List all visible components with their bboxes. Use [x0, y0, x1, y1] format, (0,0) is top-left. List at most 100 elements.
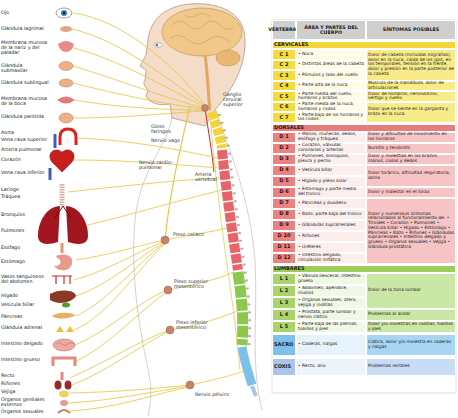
- illustration-part: [72, 29, 205, 106]
- illustration-part: [58, 41, 74, 52]
- illustration-part: [70, 387, 190, 411]
- section-name: DORSALES: [274, 125, 304, 131]
- body-area-cell: • Parte alta de la nuca: [296, 81, 366, 92]
- section-name-cell: SACRO: [272, 334, 296, 356]
- organ-label-cell: Glándula sublingual: [0, 80, 50, 86]
- organ-label: Vena cava inferior: [1, 170, 44, 175]
- organ-label-cell: Riñones: [0, 381, 50, 387]
- organ-label-cell: Vejiga: [0, 389, 50, 395]
- body-area: • Glándulas suprarrenales: [298, 223, 355, 228]
- column-header: SÍNTOMAS POSIBLES: [383, 27, 440, 32]
- illustration-part: [50, 290, 76, 303]
- organ-label: Intestino delgado: [1, 341, 43, 346]
- symptom-text: Ciática, dolor y/o molestia en caderas y…: [368, 340, 454, 350]
- vertebra-code: L 2: [280, 288, 288, 294]
- illustration-part: [58, 410, 70, 413]
- symptom-text: Dolor de hombros, nerviosismo, vértigo y…: [368, 92, 454, 102]
- organ-label: Bronquios: [1, 212, 25, 217]
- vertebra-code: D 3: [279, 156, 288, 162]
- illustration-part: [219, 114, 250, 345]
- illustration-part: [59, 391, 69, 398]
- illustration-part: [78, 138, 218, 158]
- symptom-text: Dolor de cabeza (incluidas migrañas), do…: [368, 53, 454, 77]
- vertebra-code: C 6: [280, 104, 289, 110]
- body-area-cell: • Riñones: [296, 231, 366, 242]
- spine: [212, 112, 256, 396]
- nerve-label: Nervio vago: [151, 138, 180, 143]
- plexus-nodes: [161, 105, 209, 390]
- organ-label-cell: Esófago: [0, 245, 50, 251]
- body-area: • Parte media de la nuca, hombros y codo…: [298, 102, 364, 112]
- illustration-part: [168, 272, 234, 290]
- vertebra-code: D 2: [279, 145, 288, 151]
- section-name-cell: LUMBARES: [272, 265, 456, 273]
- vertebra-code-cell: C 7: [272, 112, 296, 123]
- table-frame: [272, 20, 456, 393]
- organ-label: Membrana mucosa de la boca: [1, 96, 47, 106]
- vertebra-code: C 4: [280, 83, 289, 89]
- organ-label-cell: Ojo: [0, 10, 50, 16]
- vertebra-code-cell: D 9: [272, 220, 296, 231]
- nerve-label-cell: Arteria vertebral: [194, 172, 220, 183]
- body-area-cell: • Hígado y plexo solar: [296, 176, 366, 187]
- vertebra-code: D 12: [278, 255, 291, 261]
- section-name-cell: CERVICALES: [272, 41, 456, 49]
- body-area: • Parte baja de los hombros y los codos: [298, 113, 364, 123]
- organ-label: Glándula sublingual: [1, 80, 49, 85]
- illustration-part: [88, 190, 222, 225]
- organ-label-cell: Vena cava inferior: [0, 170, 50, 176]
- body-area: • Intestino delgado, circulación linfáti…: [298, 253, 364, 263]
- vertebra-code: C 2: [280, 62, 289, 68]
- organ-label-cell: Glándula lagrimal: [0, 26, 50, 32]
- illustration-part: [55, 206, 71, 218]
- symptom-text-cell: Dolor de la zona lumbar: [366, 273, 456, 309]
- illustration-part: [60, 129, 76, 145]
- vertebra-code-cell: D 6: [272, 187, 296, 198]
- organ-label-cell: Corazón: [0, 157, 50, 163]
- nerve-label-cell: Nervio pélvico: [194, 392, 238, 398]
- organ-label: Vejiga: [1, 389, 16, 394]
- nerve-label-cell: Plexo inferior mesentérico: [175, 320, 219, 331]
- illustration-part: [61, 372, 64, 380]
- body-area: • Riñones: [298, 234, 320, 239]
- illustration-part: [242, 347, 252, 385]
- body-area-cell: • Vesícula biliar: [296, 165, 366, 176]
- body-outline: [134, 110, 262, 416]
- vertebra-code: L 3: [280, 300, 288, 306]
- illustration-part: [73, 111, 205, 118]
- nerve-label: Nervio cardio-pulmonar: [139, 160, 173, 170]
- illustration-part: [53, 339, 75, 351]
- body-area-cell: • Pómulos y lado del cuello: [296, 70, 366, 81]
- symptom-text: Dolor torácico, dificultad respiratoria,…: [368, 171, 454, 181]
- vertebra-code: D 10: [278, 233, 291, 239]
- illustration-part: [60, 26, 72, 32]
- organ-label: Páncreas: [1, 314, 23, 319]
- organ-label: Ojo: [1, 10, 9, 15]
- body-area: • Hígado y plexo solar: [298, 179, 347, 184]
- body-area: • Nuca: [298, 52, 313, 57]
- body-area-cell: • Recto, ano: [296, 358, 366, 376]
- body-area: • Parte media del cuello, hombros y braz…: [298, 92, 364, 102]
- vertebra-code: C 3: [280, 73, 289, 79]
- body-area-cell: • Nuca: [296, 49, 366, 60]
- vertebra-code: D 7: [279, 200, 288, 206]
- symptom-text: Músculo de la mandíbula, dolor de articu…: [368, 81, 454, 91]
- illustration-part: [186, 381, 194, 389]
- illustration-part: [60, 184, 65, 206]
- body-area: • Parte baja de las piernas, tobillos y …: [298, 322, 364, 332]
- organ-label-cell: Glándula adrenal: [0, 325, 50, 331]
- illustration-part: [57, 97, 75, 104]
- body-area: • Válvula ileocecal, intestino grueso: [298, 274, 364, 284]
- nerve-label: Arteria vertebral: [195, 172, 217, 182]
- column-header: ÁREA Y PARTES DEL CUERPO: [298, 25, 364, 36]
- illustration-part: [68, 386, 190, 403]
- body-area-cell: • Corazón, válvulas coronarias y arteria…: [296, 143, 366, 154]
- organ-label-cell: Órganos sexuales: [0, 409, 50, 415]
- symptom-text-cell: Dolor y dificultad de movimiento en los …: [366, 132, 456, 143]
- illustration-part: [54, 254, 72, 270]
- organ-label-cell: Pulmones: [0, 228, 50, 234]
- organ-icons: [38, 8, 88, 413]
- symptom-text-cell: Problemas al andar: [366, 309, 456, 321]
- illustration-part: [238, 272, 243, 345]
- organ-label: Recto: [1, 373, 15, 378]
